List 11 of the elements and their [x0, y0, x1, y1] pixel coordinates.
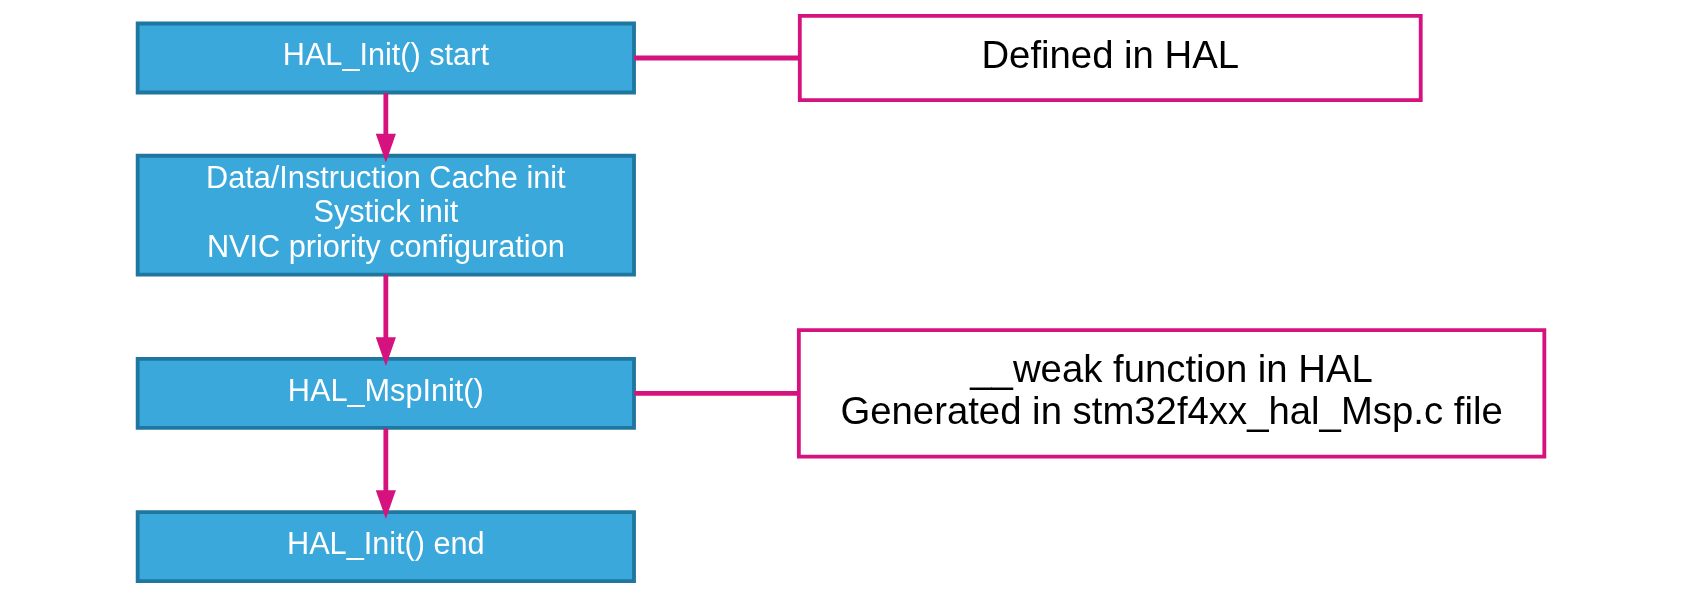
arrow	[375, 93, 396, 163]
node-box: HAL_MspInit()	[135, 356, 636, 430]
node-box: __weak function in HAL Generated in stm32f4xx_hal_Msp.c file	[796, 328, 1546, 459]
node-box: HAL_Init() start	[135, 21, 636, 95]
node-box: Data/Instruction Cache init Systick init NVIC priority configuration	[135, 153, 636, 277]
arrow	[375, 274, 396, 367]
node-box: HAL_Init() end	[135, 510, 636, 584]
arrow	[375, 428, 396, 519]
node-box: Defined in HAL	[797, 13, 1423, 103]
connector	[633, 55, 800, 61]
connector	[633, 390, 799, 396]
